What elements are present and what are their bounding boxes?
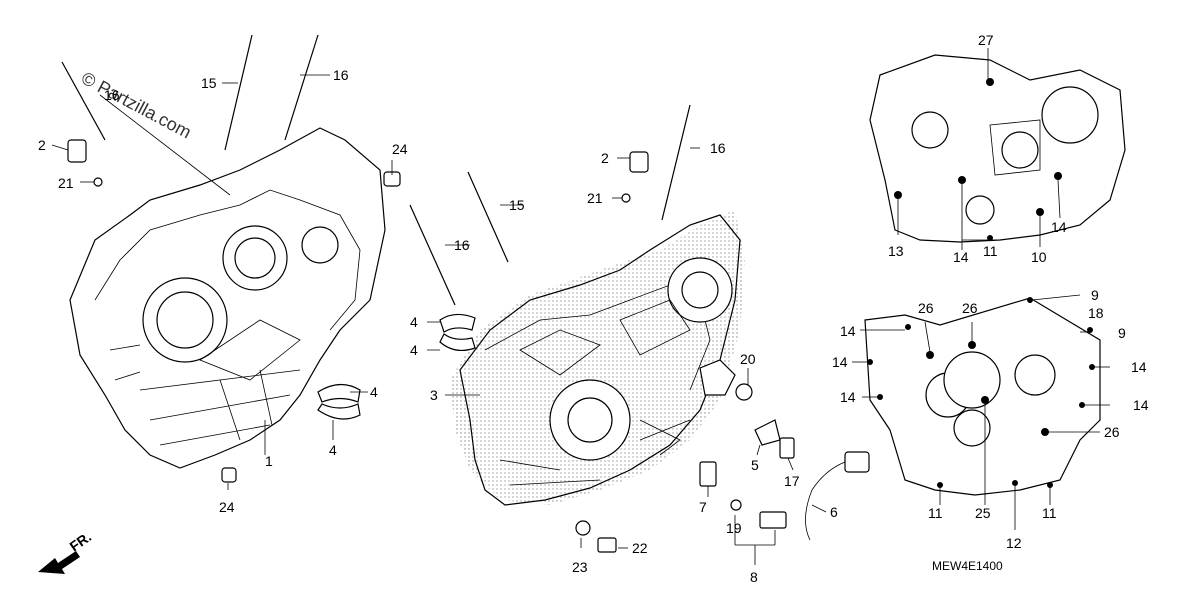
callout-15[interactable]: 15 bbox=[509, 197, 525, 213]
callout-18[interactable]: 18 bbox=[1088, 305, 1104, 321]
callout-14[interactable]: 14 bbox=[840, 389, 856, 405]
callout-16[interactable]: 16 bbox=[454, 237, 470, 253]
callout-24[interactable]: 24 bbox=[392, 141, 408, 157]
callout-9[interactable]: 9 bbox=[1091, 287, 1099, 303]
watermark-text: © Partzilla.com bbox=[78, 68, 194, 143]
callout-1[interactable]: 1 bbox=[265, 453, 273, 469]
callout-14[interactable]: 14 bbox=[1131, 359, 1147, 375]
callout-8[interactable]: 8 bbox=[750, 569, 758, 585]
callout-labels: 2 21 16 15 16 24 1 24 4 4 4 4 3 15 16 2 … bbox=[38, 32, 1149, 585]
callout-5[interactable]: 5 bbox=[751, 457, 759, 473]
callout-6[interactable]: 6 bbox=[830, 504, 838, 520]
callout-24[interactable]: 24 bbox=[219, 499, 235, 515]
callout-14[interactable]: 14 bbox=[953, 249, 969, 265]
callout-20[interactable]: 20 bbox=[740, 351, 756, 367]
callout-7[interactable]: 7 bbox=[699, 499, 707, 515]
callout-16[interactable]: 16 bbox=[710, 140, 726, 156]
callout-3[interactable]: 3 bbox=[430, 387, 438, 403]
callout-4[interactable]: 4 bbox=[370, 384, 378, 400]
callout-27[interactable]: 27 bbox=[978, 32, 994, 48]
callout-4[interactable]: 4 bbox=[410, 314, 418, 330]
callout-19[interactable]: 19 bbox=[726, 520, 742, 536]
callout-2[interactable]: 2 bbox=[601, 150, 609, 166]
gasket-lower[interactable] bbox=[864, 297, 1101, 496]
left-crankcase[interactable] bbox=[69, 127, 386, 469]
callout-26[interactable]: 26 bbox=[962, 300, 978, 316]
right-crankcase[interactable] bbox=[450, 210, 745, 506]
callout-22[interactable]: 22 bbox=[632, 540, 648, 556]
front-label: FR. bbox=[67, 528, 95, 554]
stud-bolts[interactable] bbox=[61, 34, 691, 306]
callout-4[interactable]: 4 bbox=[410, 342, 418, 358]
callout-16[interactable]: 16 bbox=[333, 67, 349, 83]
callout-25[interactable]: 25 bbox=[975, 505, 991, 521]
callout-4[interactable]: 4 bbox=[329, 442, 337, 458]
callout-11[interactable]: 11 bbox=[1042, 505, 1057, 521]
callout-23[interactable]: 23 bbox=[572, 559, 588, 575]
front-arrow: FR. bbox=[38, 528, 94, 574]
callout-26[interactable]: 26 bbox=[918, 300, 934, 316]
callout-14[interactable]: 14 bbox=[1133, 397, 1149, 413]
leader-lines bbox=[51, 48, 1110, 565]
callout-13[interactable]: 13 bbox=[888, 243, 904, 259]
callout-2[interactable]: 2 bbox=[38, 137, 46, 153]
callout-14[interactable]: 14 bbox=[840, 323, 856, 339]
callout-14[interactable]: 14 bbox=[832, 354, 848, 370]
callout-12[interactable]: 12 bbox=[1006, 535, 1022, 551]
callout-21[interactable]: 21 bbox=[58, 175, 74, 191]
callout-21[interactable]: 21 bbox=[587, 190, 603, 206]
callout-11[interactable]: 11 bbox=[928, 505, 943, 521]
callout-16[interactable]: 16 bbox=[104, 87, 120, 103]
callout-10[interactable]: 10 bbox=[1031, 249, 1047, 265]
small-hardware[interactable] bbox=[67, 139, 870, 553]
callout-15[interactable]: 15 bbox=[201, 75, 217, 91]
gasket-upper[interactable] bbox=[869, 54, 1126, 243]
callout-11[interactable]: 11 bbox=[983, 243, 998, 259]
callout-26[interactable]: 26 bbox=[1104, 424, 1120, 440]
callout-17[interactable]: 17 bbox=[784, 473, 800, 489]
bearing-shells[interactable] bbox=[317, 313, 476, 420]
diagram-code: MEW4E1400 bbox=[932, 559, 1003, 573]
callout-9[interactable]: 9 bbox=[1118, 325, 1126, 341]
callout-14[interactable]: 14 bbox=[1051, 219, 1067, 235]
